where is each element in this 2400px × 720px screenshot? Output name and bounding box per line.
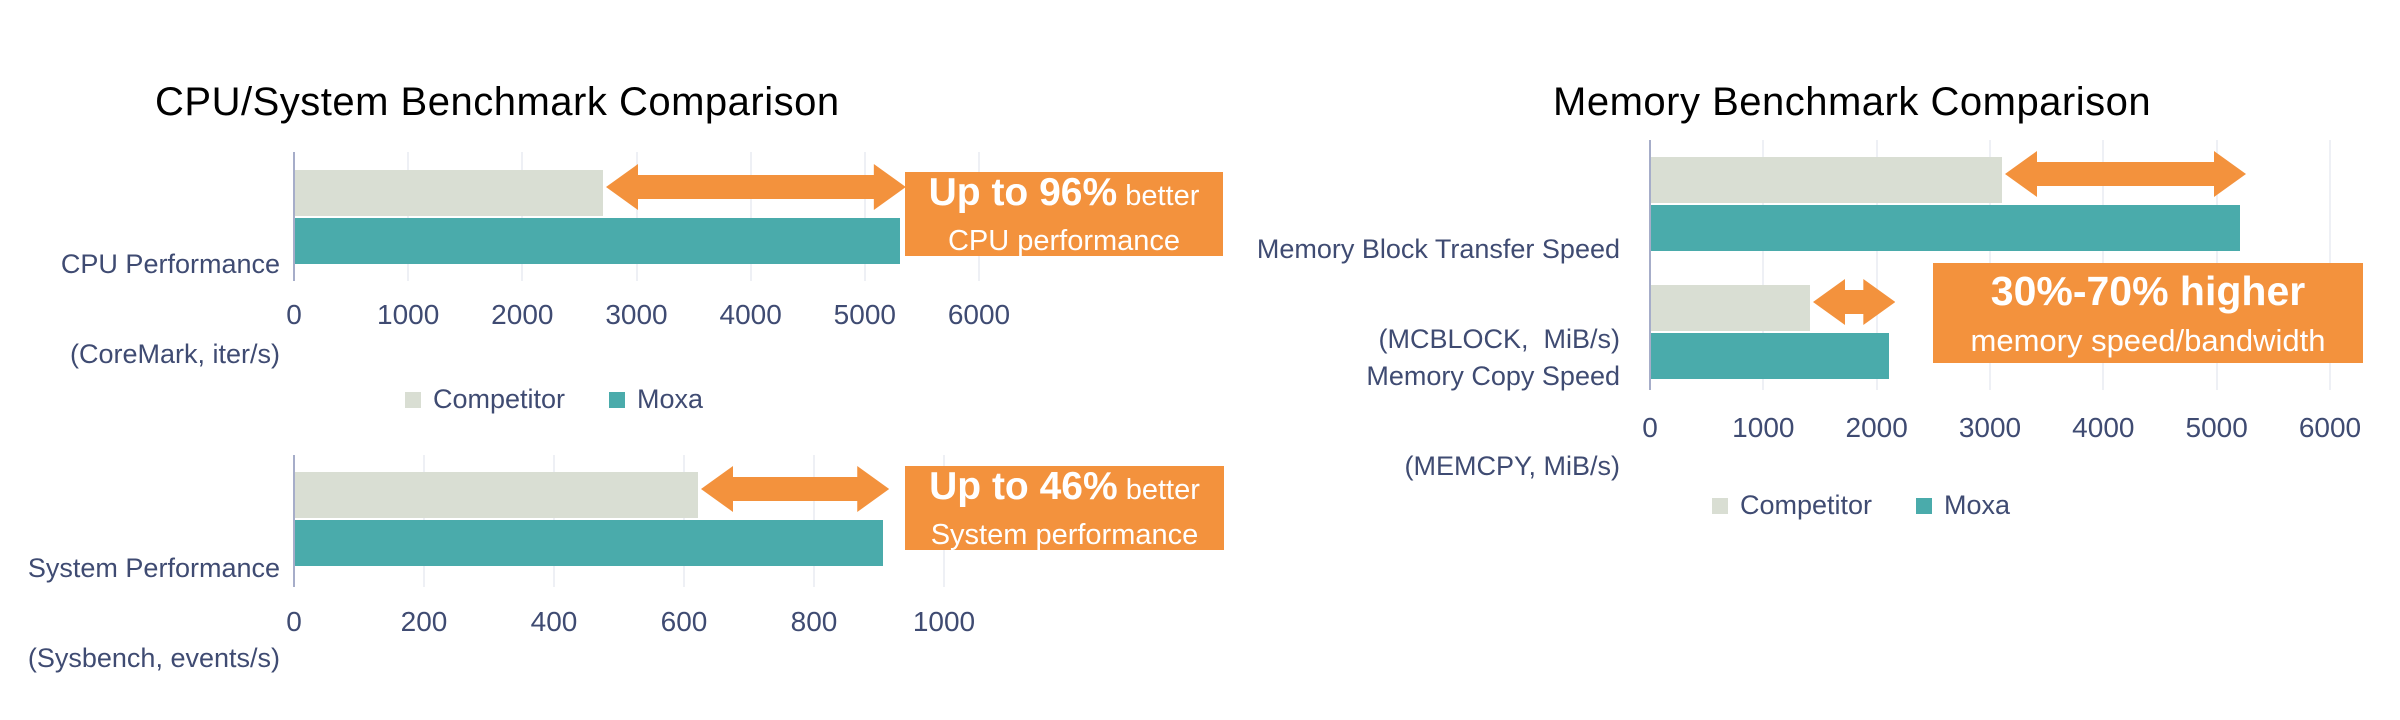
bar-moxa-mem-1 [1651,333,1889,379]
legend-swatch-moxa [609,391,626,408]
x-tick-label-sys-800: 800 [790,606,838,637]
legend-label-moxa: Moxa [1944,490,2011,520]
x-tick-label-cpu-5000: 5000 [833,299,896,330]
legend-right: Competitor Moxa [1712,490,2010,521]
callout-line2: System performance [930,519,1199,551]
x-tick-label-mem-0: 0 [1642,412,1658,443]
x-tick-label-sys-600: 600 [660,606,708,637]
x-tick-label-mem-2000: 2000 [1845,412,1908,443]
x-tick-label-mem-3000: 3000 [1958,412,2022,443]
bar-moxa-cpu-0 [295,218,901,264]
y-axis-line-cpu [293,152,295,281]
x-tick-label-cpu-6000: 6000 [947,299,1011,330]
callout-headline-suffix: better [1117,474,1200,506]
x-tick-label-sys-1000: 1000 [912,606,976,637]
x-tick-label-cpu-2000: 2000 [491,299,554,330]
x-tick-label-sys-200: 200 [400,606,448,637]
x-tick-label-sys-400: 400 [530,606,578,637]
gridline-cpu-4000 [749,152,752,281]
bar-moxa-sys-0 [295,520,884,566]
category-label-memory-copy-speed: Memory Copy Speed (MEMCPY, MiB/s) [1240,301,1620,541]
improvement-arrow-sys-0 [701,466,890,512]
callout-headline-suffix: better [1117,180,1200,212]
x-tick-label-mem-5000: 5000 [2185,412,2248,443]
category-label-line2: (MCBLOCK, MiB/s) [1378,324,1620,354]
category-label-cpu-performance: CPU Performance (CoreMark, iter/s) [30,189,280,429]
x-tick-label-mem-4000: 4000 [2072,412,2135,443]
x-tick-label-cpu-0: 0 [286,299,302,330]
bar-competitor-sys-0 [295,472,698,518]
bar-moxa-mem-0 [1651,205,2241,251]
x-tick-label-cpu-4000: 4000 [719,299,782,330]
category-label-line1: CPU Performance [60,249,280,279]
legend-label-competitor: Competitor [1740,490,1873,520]
x-tick-label-sys-0: 0 [286,606,302,637]
category-label-line1: Memory Block Transfer Speed [1256,234,1620,264]
x-tick-label-mem-1000: 1000 [1732,412,1795,443]
bar-competitor-mem-0 [1651,157,2003,203]
gridline-cpu-3000 [635,152,638,281]
legend-left: Competitor Moxa [405,384,703,415]
legend-label-moxa: Moxa [637,384,704,414]
improvement-arrow-mem-0 [2005,151,2247,197]
category-label-line2: (Sysbench, events/s) [27,643,280,673]
callout-headline: 30%-70% higher [1990,268,2306,314]
improvement-arrow-cpu-0 [606,164,907,210]
gridline-cpu-1000 [407,152,410,281]
gridline-mem-2000 [1875,140,1878,390]
category-label-line1: Memory Copy Speed [1366,361,1620,391]
callout-cpu-improvement: Up to 96% better CPU performance [905,171,1223,257]
callout-line2: memory speed/bandwidth [1970,323,2326,358]
memory-chart-title: Memory Benchmark Comparison [1553,80,2152,124]
x-tick-label-cpu-1000: 1000 [377,299,440,330]
callout-headline: Up to 96% [928,171,1118,214]
legend-label-competitor: Competitor [433,384,566,414]
gridline-cpu-5000 [863,152,866,281]
x-tick-label-mem-6000: 6000 [2298,412,2362,443]
improvement-arrow-mem-1 [1812,279,1895,325]
callout-headline: Up to 46% [929,465,1118,508]
bar-competitor-mem-1 [1651,285,1810,331]
x-tick-label-cpu-3000: 3000 [605,299,668,330]
bar-competitor-cpu-0 [295,170,604,216]
legend-swatch-moxa [1916,497,1933,514]
category-label-line2: (CoreMark, iter/s) [69,339,280,369]
legend-swatch-competitor [1712,497,1728,514]
legend-swatch-competitor [405,391,421,408]
callout-line2: CPU performance [947,225,1181,257]
y-axis-line-mem [1649,140,1651,390]
category-label-line1: System Performance [27,553,280,583]
gridline-mem-1000 [1762,140,1765,390]
category-label-line2: (MEMCPY, MiB/s) [1404,451,1620,481]
category-label-system-performance: System Performance (Sysbench, events/s) [20,493,280,720]
cpu-system-chart-title: CPU/System Benchmark Comparison [155,80,840,124]
category-label-memory-block-transfer: Memory Block Transfer Speed (MCBLOCK, Mi… [1240,174,1620,414]
gridline-cpu-2000 [521,152,524,281]
callout-system-improvement: Up to 46% better System performance [905,465,1224,551]
callout-memory-improvement: 30%-70% higher memory speed/bandwidth [1933,263,2363,363]
y-axis-line-sys [293,455,295,587]
